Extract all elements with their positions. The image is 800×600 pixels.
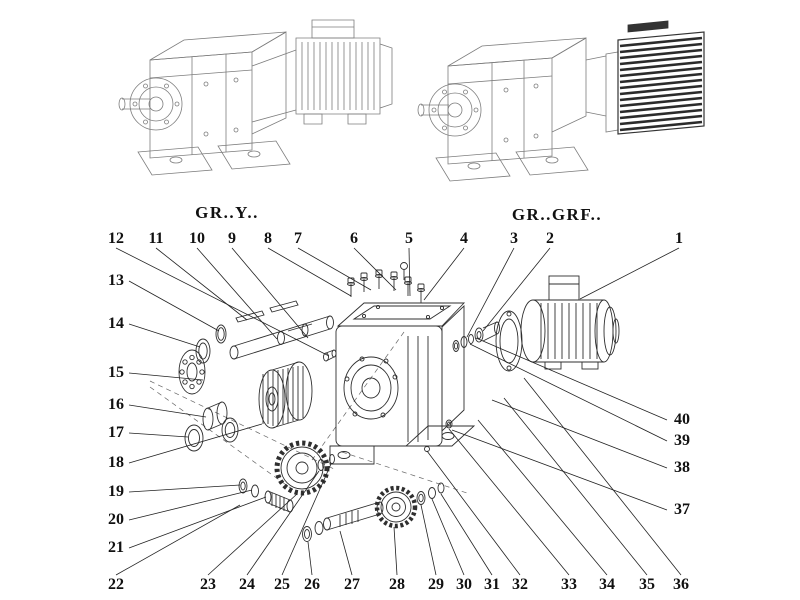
exploded-output-shaft-parts bbox=[178, 300, 334, 452]
callout-16: 16 bbox=[108, 396, 124, 413]
leader-line-13 bbox=[128, 280, 220, 332]
leader-line-32 bbox=[426, 450, 521, 576]
callout-27: 27 bbox=[344, 576, 360, 593]
callout-38: 38 bbox=[674, 459, 690, 476]
leader-line-23 bbox=[207, 493, 298, 576]
callout-18: 18 bbox=[108, 454, 124, 471]
callout-37: 37 bbox=[674, 501, 690, 518]
callout-31: 31 bbox=[484, 576, 500, 593]
callout-25: 25 bbox=[274, 576, 290, 593]
exploded-view-drawing bbox=[178, 262, 620, 542]
callout-4: 4 bbox=[460, 230, 468, 247]
leader-line-28 bbox=[393, 526, 398, 576]
leader-line-21 bbox=[128, 496, 267, 549]
leader-line-3 bbox=[466, 247, 515, 338]
callout-10: 10 bbox=[189, 230, 205, 247]
leader-line-24 bbox=[246, 470, 320, 576]
leader-line-5 bbox=[408, 247, 411, 297]
leader-line-33 bbox=[448, 428, 570, 576]
callout-34: 34 bbox=[599, 576, 615, 593]
leader-line-12 bbox=[115, 247, 330, 357]
leader-line-37 bbox=[451, 429, 668, 511]
leader-line-35 bbox=[503, 397, 648, 576]
leader-line-36 bbox=[523, 377, 682, 576]
exploded-fasteners bbox=[323, 262, 425, 362]
exploded-lower-shaft-parts bbox=[302, 482, 445, 542]
leader-line-31 bbox=[440, 493, 493, 576]
exploded-housing bbox=[329, 302, 476, 465]
leader-line-9 bbox=[231, 247, 309, 339]
leader-line-25 bbox=[281, 463, 332, 576]
leader-line-22 bbox=[115, 504, 241, 576]
callout-26: 26 bbox=[304, 576, 320, 593]
callout-15: 15 bbox=[108, 364, 124, 381]
leader-line-38 bbox=[491, 399, 668, 469]
callout-7: 7 bbox=[294, 230, 302, 247]
callout-29: 29 bbox=[428, 576, 444, 593]
callout-30: 30 bbox=[456, 576, 472, 593]
leader-line-2 bbox=[482, 247, 551, 332]
callout-14: 14 bbox=[108, 315, 124, 332]
callout-33: 33 bbox=[561, 576, 577, 593]
leader-line-16 bbox=[128, 404, 207, 418]
leader-line-26 bbox=[307, 541, 313, 576]
leader-line-39 bbox=[469, 343, 668, 442]
leader-line-11 bbox=[155, 247, 248, 321]
callout-24: 24 bbox=[239, 576, 255, 593]
view-title-gr-y: GR..Y.. bbox=[195, 203, 259, 222]
callout-22: 22 bbox=[108, 576, 124, 593]
leader-line-6 bbox=[353, 247, 397, 291]
leader-line-34 bbox=[477, 419, 608, 576]
callout-11: 11 bbox=[148, 230, 164, 247]
leader-line-10 bbox=[196, 247, 278, 340]
construction-dashed-lines bbox=[149, 331, 471, 495]
leader-line-18 bbox=[128, 423, 263, 464]
leader-line-1 bbox=[579, 247, 680, 300]
callout-9: 9 bbox=[228, 230, 236, 247]
callout-13: 13 bbox=[108, 272, 124, 289]
leader-line-4 bbox=[423, 247, 465, 301]
assembled-view-gr-grf-drawing bbox=[417, 20, 705, 182]
callout-3: 3 bbox=[510, 230, 518, 247]
leader-line-19 bbox=[128, 484, 241, 493]
callout-28: 28 bbox=[389, 576, 405, 593]
callout-1: 1 bbox=[675, 230, 683, 247]
exploded-gears bbox=[238, 361, 335, 513]
callout-6: 6 bbox=[350, 230, 358, 247]
callout-39: 39 bbox=[674, 432, 690, 449]
callout-17: 17 bbox=[108, 424, 124, 441]
exploded-motor bbox=[520, 275, 620, 370]
leader-line-8 bbox=[267, 247, 352, 297]
leader-line-29 bbox=[420, 504, 437, 576]
callout-12: 12 bbox=[108, 230, 124, 247]
leader-line-15 bbox=[128, 372, 204, 381]
callout-32: 32 bbox=[512, 576, 528, 593]
callout-36: 36 bbox=[673, 576, 689, 593]
callout-5: 5 bbox=[405, 230, 413, 247]
leader-line-7 bbox=[297, 247, 372, 291]
leader-line-17 bbox=[128, 432, 189, 438]
view-title-gr-grf: GR..GRF.. bbox=[511, 205, 603, 224]
leader-line-14 bbox=[128, 323, 201, 348]
callout-8: 8 bbox=[264, 230, 272, 247]
leader-line-20 bbox=[128, 489, 253, 521]
callout-40: 40 bbox=[674, 411, 690, 428]
leader-line-40 bbox=[475, 337, 668, 421]
leader-line-27 bbox=[339, 530, 353, 576]
leader-line-30 bbox=[431, 498, 465, 576]
callout-35: 35 bbox=[639, 576, 655, 593]
callout-19: 19 bbox=[108, 483, 124, 500]
callout-23: 23 bbox=[200, 576, 216, 593]
callout-21: 21 bbox=[108, 539, 124, 556]
callout-20: 20 bbox=[108, 511, 124, 528]
assembled-view-gr-y-drawing bbox=[118, 19, 393, 176]
callout-2: 2 bbox=[546, 230, 554, 247]
